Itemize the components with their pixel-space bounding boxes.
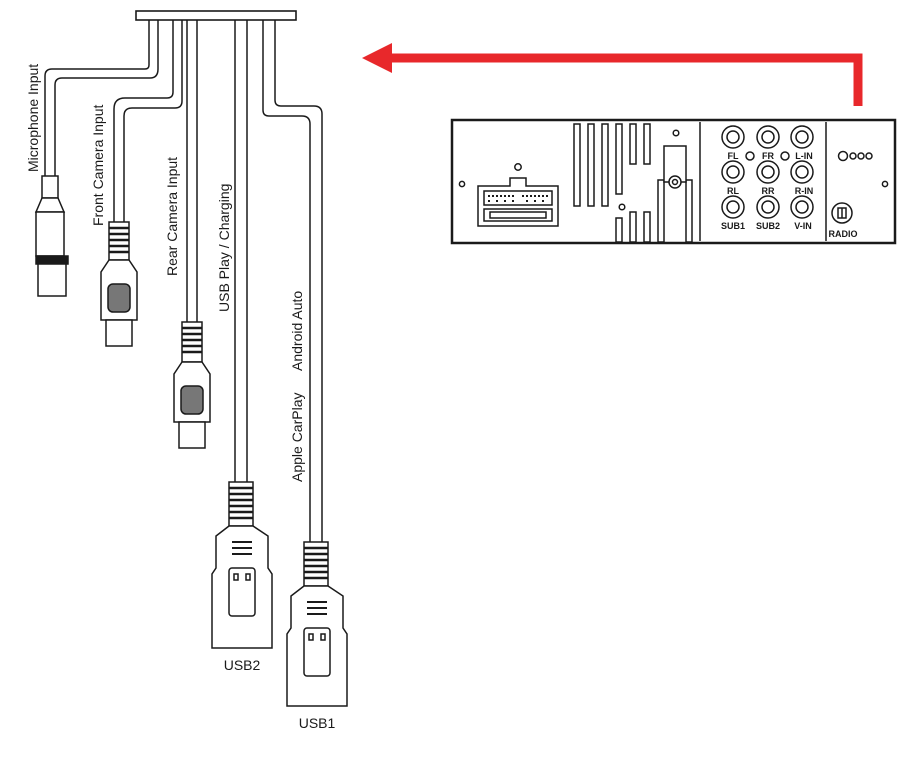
jack-label-r-in: R-IN	[795, 186, 814, 196]
rear-camera-connector	[173, 321, 211, 449]
jack-label-rl: RL	[727, 186, 739, 196]
microphone-connector	[34, 175, 69, 297]
radio-head-unit	[450, 118, 897, 245]
iso-connector	[477, 163, 559, 227]
rear-camera-input-label: Rear Camera Input	[164, 157, 180, 276]
radio-label: RADIO	[829, 229, 858, 239]
microphone-cable	[44, 20, 159, 176]
rear-camera-cable	[186, 20, 198, 322]
usb1-connector	[286, 541, 348, 707]
jack-label-rr: RR	[762, 186, 775, 196]
usb-play-charging-label: USB Play / Charging	[216, 184, 232, 312]
usb1-label: USB1	[299, 715, 336, 731]
front-camera-cable	[113, 20, 183, 222]
radio-antenna-jack	[831, 202, 853, 224]
jack-label-sub1: SUB1	[721, 221, 745, 231]
harness-header-bar	[135, 10, 297, 21]
heatsink-fins	[573, 123, 693, 243]
jack-label-fl: FL	[728, 151, 739, 161]
front-camera-connector	[100, 221, 138, 347]
jack-label-fr: FR	[762, 151, 774, 161]
jack-label-v-in: V-IN	[794, 221, 812, 231]
usb2-connector	[211, 481, 273, 649]
carplay-cable	[262, 20, 323, 542]
microphone-input-label: Microphone Input	[25, 64, 41, 172]
android-auto-label: Android Auto	[289, 291, 305, 371]
apple-carplay-label: Apple CarPlay	[289, 393, 305, 483]
rca-jacks	[721, 125, 814, 219]
jack-label-l-in: L-IN	[795, 151, 813, 161]
front-camera-input-label: Front Camera Input	[90, 105, 106, 226]
usb-play-cable	[234, 20, 248, 482]
usb2-label: USB2	[224, 657, 261, 673]
arrow-left-icon	[362, 43, 863, 106]
jack-label-sub2: SUB2	[756, 221, 780, 231]
aux-holes	[837, 150, 873, 162]
